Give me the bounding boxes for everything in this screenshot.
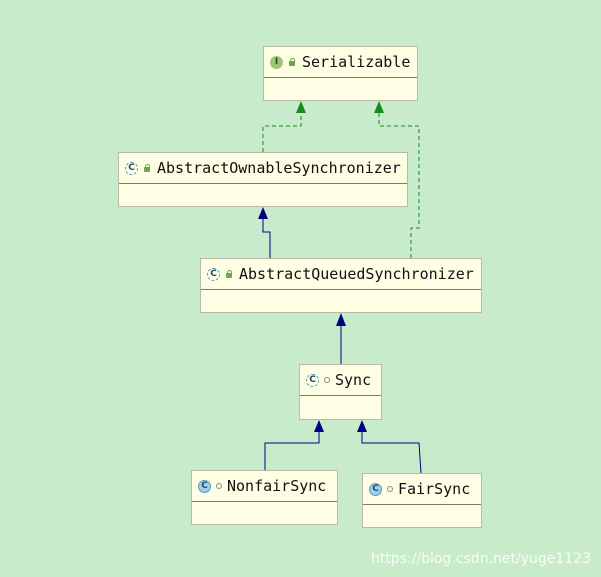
class-serializable[interactable]: I Serializable xyxy=(263,46,418,101)
arrowhead-aos-serializable xyxy=(296,101,306,113)
class-header: C AbstractQueuedSynchronizer xyxy=(201,259,481,290)
arrowhead-fair-sync xyxy=(357,420,367,432)
class-abstract-ownable-synchronizer[interactable]: C AbstractOwnableSynchronizer xyxy=(118,152,408,207)
class-sync[interactable]: C Sync xyxy=(299,364,382,420)
class-icon: C xyxy=(198,479,211,493)
class-header: C Sync xyxy=(300,365,381,396)
abstract-class-icon: C xyxy=(306,373,319,387)
package-private-icon xyxy=(387,486,393,492)
public-lock-icon xyxy=(225,269,234,279)
edge-aos-implements-serializable xyxy=(262,113,302,152)
class-header: C NonfairSync xyxy=(192,471,337,502)
arrowhead-sync-aqs xyxy=(336,313,346,326)
class-name: AbstractOwnableSynchronizer xyxy=(157,159,401,177)
public-lock-icon xyxy=(143,163,152,173)
class-header: C AbstractOwnableSynchronizer xyxy=(119,153,407,184)
edge-fair-extends-sync xyxy=(361,432,422,474)
class-name: Sync xyxy=(335,371,372,389)
arrowhead-aqs-aos xyxy=(258,207,268,219)
abstract-class-icon: C xyxy=(207,267,220,281)
package-private-icon xyxy=(216,483,222,489)
edge-aqs-extends-aos xyxy=(262,219,271,258)
class-fair-sync[interactable]: C FairSync xyxy=(362,473,482,528)
edge-nonfair-extends-sync xyxy=(264,432,320,470)
arrowhead-nonfair-sync xyxy=(314,420,324,432)
class-icon: C xyxy=(369,482,382,496)
interface-icon: I xyxy=(270,55,283,69)
class-name: AbstractQueuedSynchronizer xyxy=(239,265,474,283)
class-name: Serializable xyxy=(302,53,411,71)
class-nonfair-sync[interactable]: C NonfairSync xyxy=(191,470,338,525)
package-private-icon xyxy=(324,377,330,383)
class-name: NonfairSync xyxy=(227,477,327,495)
edge-aqs-implements-serializable xyxy=(378,113,420,258)
watermark: https://blog.csdn.net/yuge1123 xyxy=(370,551,591,567)
class-name: FairSync xyxy=(398,480,471,498)
class-abstract-queued-synchronizer[interactable]: C AbstractQueuedSynchronizer xyxy=(200,258,482,313)
class-header: C FairSync xyxy=(363,474,481,505)
public-lock-icon xyxy=(288,57,297,67)
arrowhead-aqs-serializable xyxy=(374,101,384,113)
abstract-class-icon: C xyxy=(125,161,138,175)
class-header: I Serializable xyxy=(264,47,417,78)
